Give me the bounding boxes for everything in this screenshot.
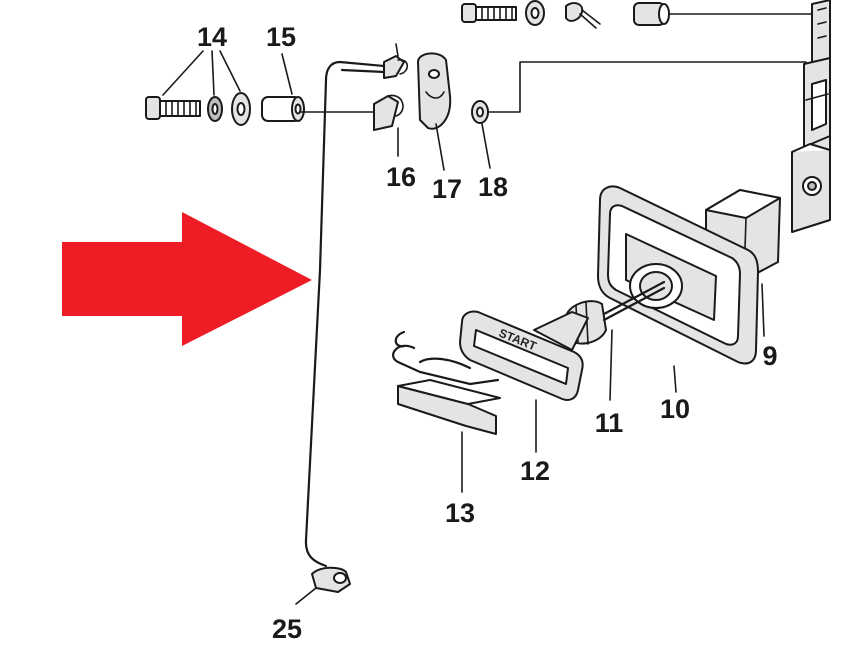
callout-18: 18 (478, 172, 508, 202)
callout-17: 17 (432, 174, 462, 204)
part-18-washer (471, 100, 491, 169)
part-17-bracket (417, 52, 452, 171)
callout-14: 14 (197, 22, 227, 52)
callout-9: 9 (762, 341, 777, 371)
callout-12: 12 (520, 456, 550, 486)
part-12-start-handle: START (459, 310, 589, 453)
part-13-channel-clip (392, 330, 501, 493)
red-pointer-arrow (62, 212, 312, 346)
part-14-bolt-washers (145, 50, 251, 126)
callout-labels: 14 15 16 17 18 9 10 11 12 13 25 (197, 22, 778, 644)
callout-11: 11 (595, 408, 624, 438)
top-hardware-group (461, 0, 813, 29)
part-25-cable-assembly (295, 60, 386, 605)
part-15-sleeve (261, 53, 305, 122)
callout-16: 16 (386, 162, 416, 192)
callout-13: 13 (445, 498, 475, 528)
callout-25: 25 (272, 614, 302, 644)
starter-mechanism (487, 0, 831, 233)
callout-15: 15 (266, 22, 296, 52)
part-16-cable-clamp (299, 43, 409, 157)
callout-10: 10 (660, 394, 690, 424)
